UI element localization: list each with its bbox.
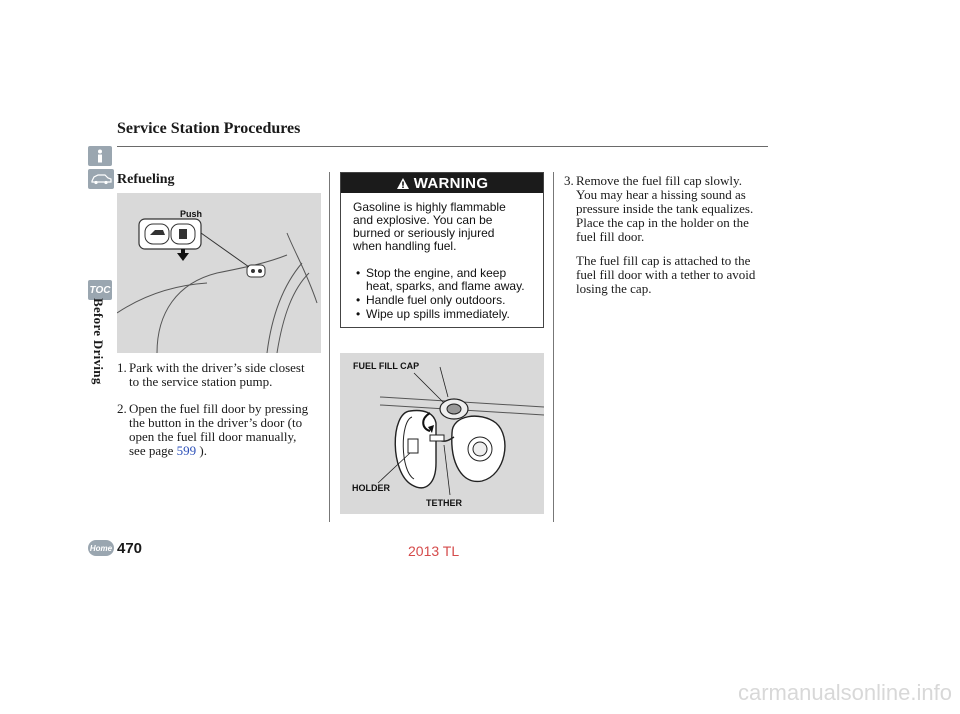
page-599-link[interactable]: 599	[176, 443, 197, 458]
column-divider-left	[329, 172, 330, 522]
tether-note-line-2: fuel fill door with a tether to avoid	[576, 267, 756, 282]
step-1-number: 1.	[117, 360, 127, 375]
step-3-line-2: You may hear a hissing sound as	[576, 187, 746, 202]
fuel-fill-cap-label: FUEL FILL CAP	[353, 361, 420, 371]
step-1-line-1: Park with the driver’s side closest	[129, 360, 305, 375]
model-label: 2013 TL	[408, 543, 460, 559]
warning-bullet-3-text: Wipe up spills immediately.	[366, 307, 510, 321]
see-page-prefix: see page	[129, 443, 174, 458]
step-2: 2. Open the fuel fill door by pressing t…	[117, 402, 327, 458]
tether-note: The fuel fill cap is attached to the fue…	[576, 254, 776, 296]
step-3: 3. Remove the fuel fill cap slowly. You …	[564, 174, 774, 244]
warning-intro-line-1: Gasoline is highly flammable	[353, 200, 506, 214]
step-3-line-1: Remove the fuel fill cap slowly.	[576, 173, 742, 188]
step-2-line-2: the button in the driver’s door (to	[129, 415, 303, 430]
page-number: 470	[117, 540, 143, 557]
step-3-number: 3.	[564, 173, 574, 188]
step-3-line-3: pressure inside the tank equalizes.	[576, 201, 754, 216]
warning-intro-line-4: when handling fuel.	[353, 239, 457, 253]
info-tab[interactable]	[88, 146, 112, 166]
warning-bullet-1-line-2: heat, sparks, and flame away.	[366, 279, 525, 293]
warning-heading: WARNING	[413, 174, 489, 192]
step-2-number: 2.	[117, 401, 127, 416]
tether-label: TETHER	[426, 498, 462, 508]
car-icon	[91, 174, 112, 185]
warning-intro-line-2: and explosive. You can be	[353, 213, 493, 227]
step-1: 1. Park with the driver’s side closest t…	[117, 361, 327, 389]
column-divider-right	[553, 172, 554, 522]
toc-label: TOC	[89, 284, 111, 296]
step-2-line-1: Open the fuel fill door by pressing	[129, 401, 309, 416]
section-heading: Refueling	[117, 172, 175, 187]
step-2-line-3: open the fuel fill door manually,	[129, 429, 297, 444]
holder-label: HOLDER	[352, 483, 390, 493]
info-icon	[98, 149, 102, 163]
warning-bullet-2: • Handle fuel only outdoors.	[356, 293, 506, 307]
fuel-door-button-illustration: Push	[117, 193, 321, 353]
tether-note-line-1: The fuel fill cap is attached to the	[576, 253, 751, 268]
home-label: Home	[89, 543, 113, 553]
fuel-cap-illustration: FUEL FILL CAP HOLDER TETHER	[340, 353, 544, 514]
step-3-line-5: fuel fill door.	[576, 229, 645, 244]
warning-bullet-1: • Stop the engine, and keep heat, sparks…	[356, 266, 525, 293]
watermark: carmanualsonline.info	[737, 680, 952, 705]
warning-box: WARNING Gasoline is highly flammable and…	[340, 172, 544, 328]
warning-header: WARNING	[341, 173, 543, 193]
push-label: Push	[180, 209, 203, 219]
warning-intro-line-3: burned or seriously injured	[353, 226, 495, 240]
warning-triangle-icon	[396, 177, 409, 189]
side-section-label: Before Driving	[91, 298, 106, 385]
title-rule	[117, 146, 768, 147]
warning-bullet-2-text: Handle fuel only outdoors.	[366, 293, 506, 307]
page-title: Service Station Procedures	[117, 120, 301, 137]
toc-tab[interactable]: TOC	[88, 280, 112, 300]
tether-note-line-3: losing the cap.	[576, 281, 652, 296]
warning-intro: Gasoline is highly flammable and explosi…	[353, 201, 541, 253]
warning-bullet-3: • Wipe up spills immediately.	[356, 307, 510, 321]
step-1-line-2: to the service station pump.	[129, 374, 273, 389]
car-tab[interactable]	[88, 169, 114, 189]
see-page-suffix: ).	[199, 443, 207, 458]
warning-bullet-1-line-1: Stop the engine, and keep	[366, 266, 507, 280]
step-3-line-4: Place the cap in the holder on the	[576, 215, 749, 230]
home-tab[interactable]: Home	[88, 540, 114, 556]
